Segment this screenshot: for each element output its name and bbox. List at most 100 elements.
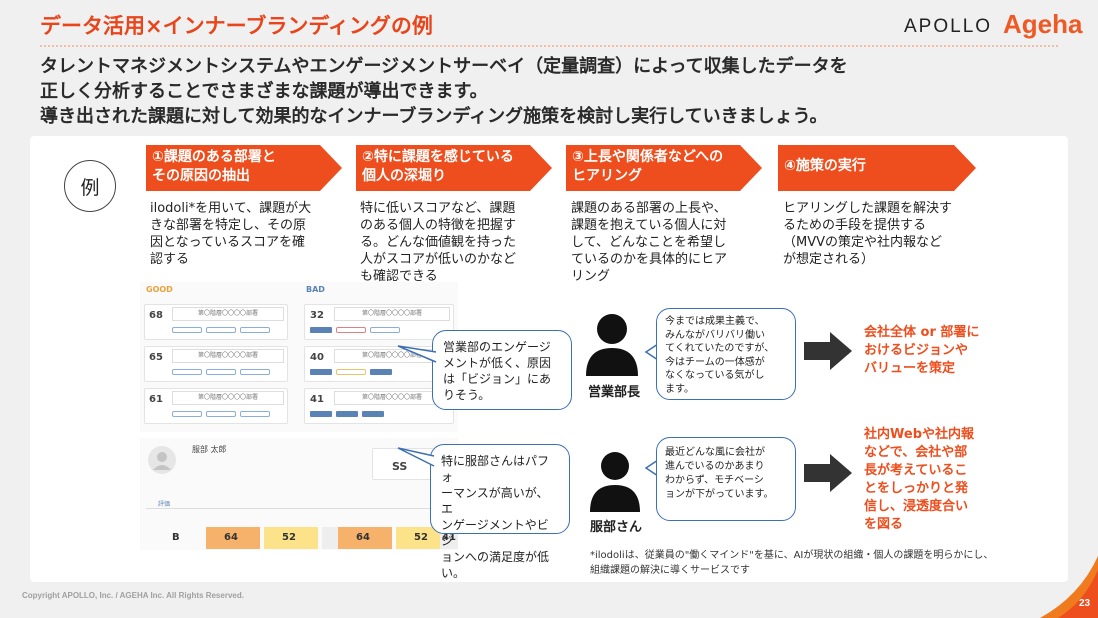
desc-line: も確認できる <box>360 269 438 284</box>
dept-name-box: 第〇階層〇〇〇〇部署 <box>172 307 284 321</box>
bad-score-2: 40 <box>310 352 324 363</box>
overall-grade: B <box>172 532 180 543</box>
bubble-line: 進んでいるのかあまり <box>665 461 765 472</box>
bubble-line: てくれていたのですが、 <box>665 343 775 354</box>
person-icon <box>153 452 171 470</box>
chip <box>172 327 202 333</box>
bad-card-3[interactable] <box>304 388 454 424</box>
tab-evaluation[interactable]: 評価 <box>158 501 171 508</box>
person-manager-icon <box>586 314 638 376</box>
step-title-line: その原因の抽出 <box>152 168 250 184</box>
corner-decoration <box>1040 556 1098 618</box>
bubble-line: りそう。 <box>443 388 491 402</box>
tab-divider <box>146 508 456 509</box>
example-badge: 例 <box>64 160 116 212</box>
chip-filled <box>370 369 392 375</box>
arrow-right-icon <box>804 332 852 370</box>
step-2-header: ②特に課題を感じている 個人の深堀り <box>356 145 552 191</box>
desc-line: 課題のある部署の上長や、 <box>571 201 727 216</box>
avatar <box>148 446 176 474</box>
bad-score-3: 41 <box>310 394 324 405</box>
ageha-logo: Ageha <box>1003 9 1083 39</box>
page-title: データ活用×インナーブランディングの例 <box>40 14 433 38</box>
bubble-line: 営業部のエンゲージ <box>443 340 551 354</box>
step-1-description: ilodoli*を用いて、課題が大 きな部署を特定し、その原 因となっているスコ… <box>150 200 311 268</box>
chip <box>370 327 400 333</box>
bad-card-1[interactable] <box>304 304 454 340</box>
step-3-description: 課題のある部署の上長や、 課題を抱えている個人に対 して、どんなことを希望し て… <box>571 200 727 285</box>
score-cell: 52 <box>264 527 318 549</box>
chip-filled <box>362 411 384 417</box>
desc-line: （MVVの策定や社内報など <box>783 235 943 250</box>
bubble-line: わからず、モチベーシ <box>665 475 764 486</box>
bad-score-1: 32 <box>310 310 324 321</box>
bubble-line: なくなっている気がし <box>665 370 765 381</box>
manager-voice-bubble: 今までは成果主義で、 みんながバリバリ働い てくれていたのですが、 今はチームの… <box>656 308 796 400</box>
desc-line: が想定される） <box>783 252 875 267</box>
desc-line: ilodoli*を用いて、課題が大 <box>150 201 312 216</box>
result-line: を図る <box>864 517 904 532</box>
dept-name-box: 第〇階層〇〇〇〇部署 <box>172 349 284 363</box>
apollo-logo: APOLLO <box>904 16 993 37</box>
footnote-line: 組織課題の解決に導くサービスです <box>590 565 750 576</box>
desc-line: 因となっているスコアを確 <box>150 235 305 250</box>
dept-name-box: 第〇階層〇〇〇〇部署 <box>172 391 284 405</box>
bubble-line: ョンが下がっています。 <box>665 489 774 500</box>
result-line: 信し、浸透度合い <box>864 499 969 514</box>
chip <box>336 327 366 333</box>
manager-label: 営業部長 <box>588 385 641 400</box>
bubble-line: みんながバリバリ働い <box>665 329 765 341</box>
bubble-line: 今までは成果主義で、 <box>665 316 765 327</box>
step-title-line: ③上長や関係者などへの <box>572 149 724 165</box>
score-cell: 64 <box>338 527 392 549</box>
chip <box>240 369 270 375</box>
good-card-1[interactable] <box>144 304 288 340</box>
individual-analysis-bubble: 特に服部さんはパフォ ーマンスが高いが、エ ンゲージメントやビジ ョンへの満足度… <box>430 444 570 580</box>
result-line: などで、会社や部 <box>864 445 968 460</box>
desc-line: 人がスコアが低いのかなど <box>360 252 517 267</box>
desc-line: ヒアリングした課題を解決す <box>783 201 953 216</box>
desc-line: るための手段を提供する <box>783 218 927 233</box>
desc-line: ているのかを具体的にヒア <box>571 252 728 267</box>
step-title-line: 個人の深堀り <box>362 168 446 184</box>
desc-line: る。どんな価値観を持った <box>360 235 517 250</box>
chip <box>240 411 270 417</box>
step-title-line: ヒアリング <box>572 168 642 184</box>
bubble-line: 特に服部さんはパフォ <box>441 454 550 484</box>
bubble-line: 今はチームの一体感が <box>665 356 765 368</box>
step-1-header: ①課題のある部署と その原因の抽出 <box>146 145 342 191</box>
chip <box>206 411 236 417</box>
result-line: 社内Webや社内報 <box>864 427 974 442</box>
good-score-1: 68 <box>149 310 163 321</box>
copyright: Copyright APOLLO, Inc. / AGEHA Inc. All … <box>22 591 244 600</box>
chip <box>172 369 202 375</box>
good-card-2[interactable] <box>144 346 288 382</box>
chip <box>206 369 236 375</box>
step-title-line: ①課題のある部署と <box>152 149 276 165</box>
result-top: 会社全体 or 部署に おけるビジョンや バリューを策定 <box>864 324 979 378</box>
profile-grade: SS <box>392 460 408 473</box>
intro-text: タレントマネジメントシステムやエンゲージメントサーベイ（定量調査）によって収集し… <box>40 54 848 129</box>
bubble-line: 最近どんな風に会社が <box>665 447 765 458</box>
intro-line: 導き出された課題に対して効果的なインナーブランディング施策を検討し実行していきま… <box>40 106 828 127</box>
good-score-2: 65 <box>149 352 163 363</box>
bubble-line: は「ビジョン」にあ <box>443 372 552 386</box>
bubble-line: ンゲージメントやビジ <box>441 518 549 548</box>
desc-line: して、どんなことを希望し <box>571 235 726 250</box>
chip <box>206 327 236 333</box>
chip <box>172 411 202 417</box>
chip <box>240 327 270 333</box>
score-cell: 64 <box>206 527 260 549</box>
bad-label: BAD <box>306 285 325 294</box>
good-label: GOOD <box>146 285 173 294</box>
good-card-3[interactable] <box>144 388 288 424</box>
good-score-3: 61 <box>149 394 163 405</box>
desc-line: 課題を抱えている個人に対 <box>571 218 727 233</box>
chip-filled <box>310 411 332 417</box>
step-2-description: 特に低いスコアなど、課題 のある個人の特徴を把握す る。どんな価値観を持った 人… <box>360 200 516 285</box>
chip-filled <box>310 369 332 375</box>
intro-line: 正しく分析することでさまざまな課題が導出できます。 <box>40 81 488 102</box>
page-number: 23 <box>1079 598 1091 609</box>
bubble-line: ます。 <box>665 383 694 395</box>
score-cell: 52 <box>396 527 444 549</box>
